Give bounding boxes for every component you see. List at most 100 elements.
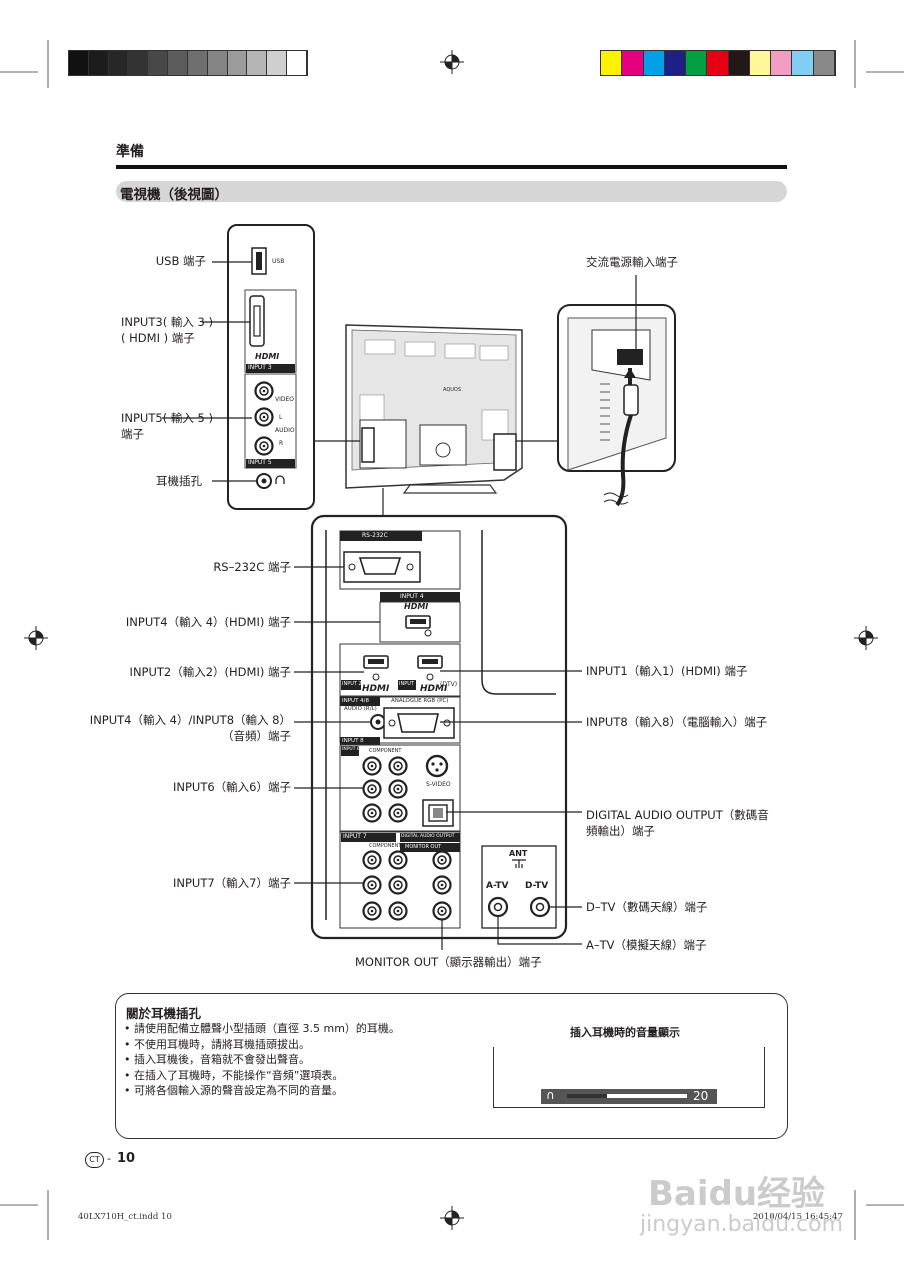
gray-swatch	[148, 51, 169, 75]
section-title: 電視機（後視圖）	[120, 187, 228, 203]
note-list: 請使用配備立體聲小型插頭（直徑 3.5 mm）的耳機。 不使用耳機時，請將耳機插…	[124, 1021, 400, 1099]
input5-label: INPUT5( 輸入 5 )	[121, 411, 213, 425]
color-swatch	[601, 51, 623, 75]
headphone-icon	[275, 475, 285, 484]
list-item: 請使用配備立體聲小型插頭（直徑 3.5 mm）的耳機。	[124, 1021, 400, 1037]
atv-label: A-TV	[486, 881, 509, 891]
color-swatch	[707, 51, 729, 75]
watermark-logo: Baidu经验	[648, 1174, 826, 1214]
list-item: 在插入了耳機時，不能操作“音頻”選項表。	[124, 1068, 400, 1084]
section-header: 電視機（後視圖）	[116, 181, 787, 203]
input1-tag: INPUT 1	[399, 681, 419, 687]
input6-tag: INPUT 6	[342, 747, 360, 752]
gray-swatch	[267, 51, 288, 75]
input8-tag: INPUT 8	[342, 738, 364, 744]
gray-swatch	[108, 51, 129, 75]
leader-lines	[162, 261, 637, 950]
gray-swatch	[247, 51, 268, 75]
gray-swatch	[187, 51, 208, 75]
digital-audio-output-tag: DIGITAL AUDIO OUTPUT	[401, 834, 455, 839]
input7-label: INPUT7（輸入7）端子	[172, 876, 291, 890]
page-number: 10	[117, 1151, 136, 1166]
volume-bar: ∩ 20	[541, 1088, 717, 1104]
gray-swatch	[88, 51, 109, 75]
volume-display-title: 插入耳機時的音量顯示	[570, 1026, 680, 1039]
color-swatch	[643, 51, 665, 75]
monitor-out-tag: MONITOR OUT	[405, 844, 442, 850]
gray-swatch	[168, 51, 188, 75]
dtv-label: D–TV（數碼天線）端子	[586, 900, 708, 914]
color-swatch	[686, 51, 708, 75]
hdmi-logo-4: HDMI	[404, 602, 429, 611]
svideo-label: S-VIDEO	[426, 781, 451, 788]
component-label-6: COMPONENT	[369, 748, 402, 754]
rs232c-label: RS–232C 端子	[213, 560, 291, 574]
gray-swatch	[207, 51, 228, 75]
color-swatch	[771, 51, 793, 75]
title-rule	[116, 165, 787, 169]
dtv-ant-label: D-TV	[525, 881, 549, 891]
r-label: R	[279, 440, 284, 447]
input2-tag: INPUT 2	[342, 681, 362, 687]
ac-input-label: 交流電源輸入端子	[586, 255, 678, 269]
list-item: 插入耳機後，音箱就不會發出聲音。	[124, 1052, 400, 1068]
input3-tag: INPUT 3	[248, 364, 272, 371]
gray-swatch	[287, 51, 307, 75]
list-item: 不使用耳機時，請將耳機插頭拔出。	[124, 1037, 400, 1053]
earphone-jack-label: 耳機插孔	[156, 474, 202, 488]
input2-label: INPUT2（輸入2）(HDMI) 端子	[129, 665, 291, 679]
input3-label: INPUT3( 輸入 3 )	[121, 315, 213, 329]
volume-display-frame	[493, 1047, 765, 1108]
input4-tag: INPUT 4	[400, 593, 424, 600]
input4-8-label: INPUT4（輸入 4）/INPUT8（輸入 8）	[89, 713, 291, 727]
headphone-icon: ∩	[546, 1088, 555, 1102]
input1-label: INPUT1（輸入1）(HDMI) 端子	[586, 664, 748, 678]
page-title: 準備	[116, 144, 144, 160]
audio-label: AUDIO	[275, 427, 295, 434]
tv-rear-illustration	[345, 324, 523, 494]
audio-rl-label: AUDIO (R/L)	[344, 706, 377, 712]
input4-label: INPUT4（輸入 4）(HDMI) 端子	[125, 615, 291, 629]
volume-fill	[567, 1094, 607, 1098]
component-label-7: COMPONENT	[369, 843, 402, 849]
color-bar	[600, 50, 836, 76]
input4-8-label-2: （音頻）端子	[222, 729, 291, 743]
watermark-url: jingyan.baidu.com	[640, 1212, 844, 1237]
language-badge: CT	[85, 1152, 104, 1168]
hdmi-logo: HDMI	[255, 352, 280, 361]
color-swatch	[749, 51, 772, 75]
input8-label: INPUT8（輸入8）（電腦輸入）端子	[586, 715, 768, 729]
input5-label-2: 端子	[121, 427, 144, 441]
color-swatch	[792, 51, 814, 75]
l-label: L	[279, 414, 283, 421]
monitor-out-label: MONITOR OUT（顯示器輸出）端子	[355, 955, 542, 969]
usb-terminal-label: USB 端子	[155, 254, 206, 268]
color-swatch	[664, 51, 687, 75]
rs232c-tag: RS-232C	[362, 532, 388, 539]
atv-label-callout: A–TV（模擬天線）端子	[586, 938, 707, 952]
terminal-panel	[310, 514, 568, 940]
digital-audio-label: DIGITAL AUDIO OUTPUT（數碼音	[586, 808, 769, 822]
digital-audio-label-2: 頻輸出）端子	[586, 824, 655, 838]
color-swatch	[813, 51, 835, 75]
analogue-rgb-label: ANALOGUE RGB (PC)	[391, 698, 449, 704]
input6-label: INPUT6（輸入6）端子	[172, 780, 291, 794]
input3-label-2: ( HDMI ) 端子	[121, 331, 195, 345]
ac-inlet-panel	[557, 304, 676, 507]
aquos-label: AQUOS	[443, 387, 462, 393]
video-label: VIDEO	[275, 396, 295, 403]
input7-tag: INPUT 7	[343, 833, 367, 840]
gray-swatch	[69, 51, 89, 75]
footer-timestamp: 2010/04/15 16:45:47	[753, 1212, 843, 1222]
earphone-note-box: 關於耳機插孔 請使用配備立體聲小型插頭（直徑 3.5 mm）的耳機。 不使用耳機…	[115, 993, 788, 1139]
note-title: 關於耳機插孔	[126, 1006, 202, 1021]
input5-tag: INPUT 5	[248, 459, 272, 466]
color-swatch	[728, 51, 750, 75]
volume-value: 20	[693, 1089, 709, 1103]
gray-swatch	[128, 51, 149, 75]
ant-label: ANT	[509, 849, 528, 858]
input48-tag: INPUT 4/8	[342, 698, 370, 704]
hdmi-logo-1: HDMI	[420, 684, 448, 694]
